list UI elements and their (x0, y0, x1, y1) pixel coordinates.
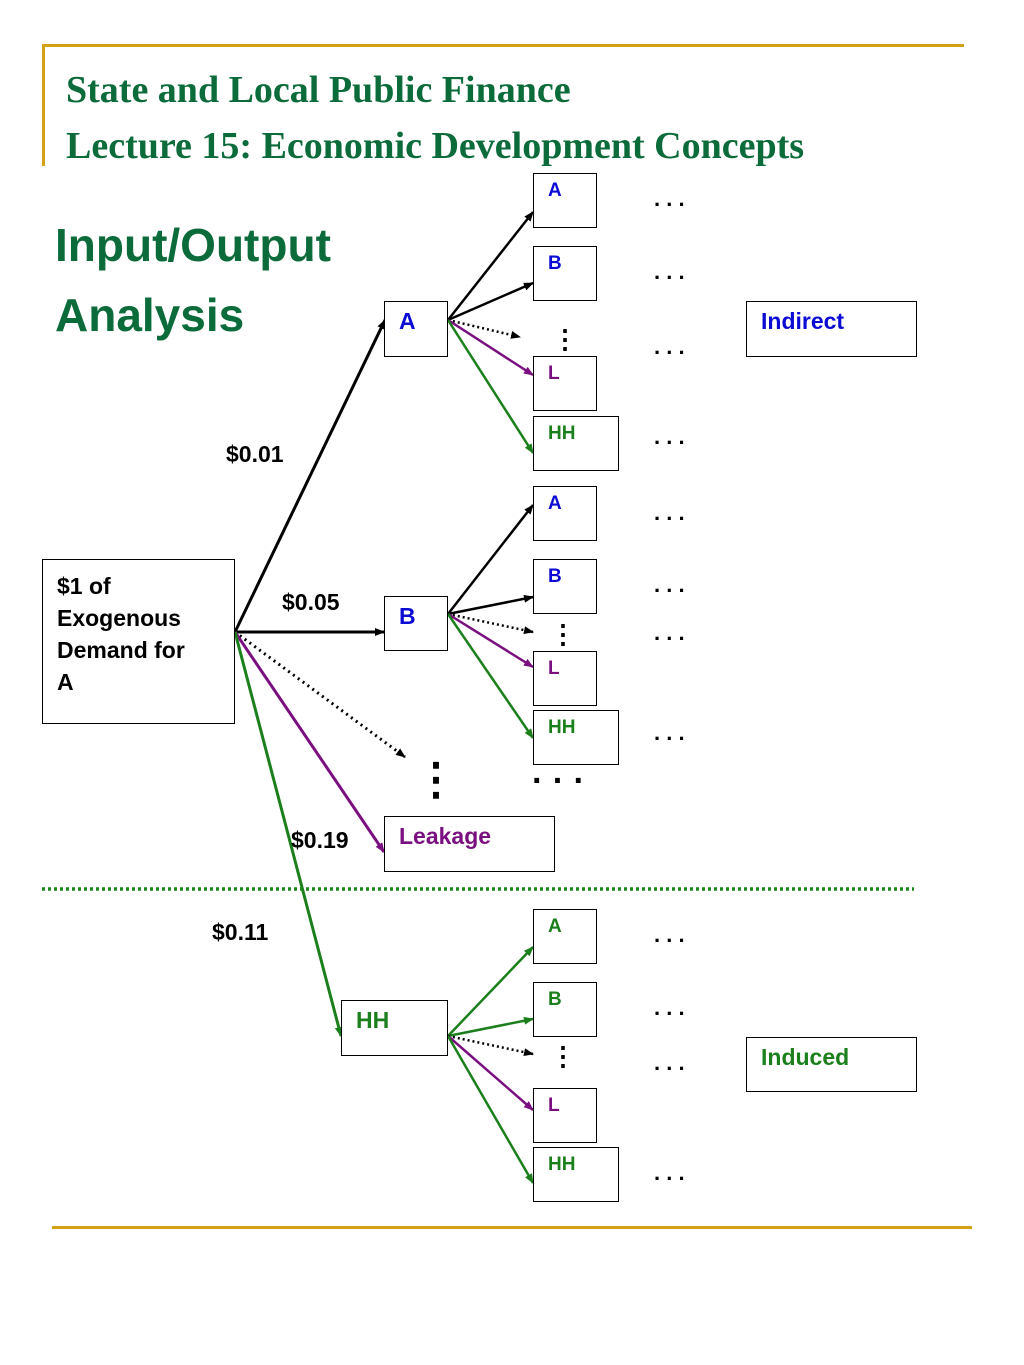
flow-value-to-hh: $0.11 (212, 919, 269, 945)
vertical-ellipsis-big: ⋮ (414, 755, 458, 804)
a-to-hh-label: HH (548, 423, 576, 444)
vertical-ellipsis-b: ⋮ (550, 619, 576, 649)
ellipsis-row-12: . . . (654, 1160, 685, 1185)
ellipsis-row-2: . . . (654, 259, 685, 284)
source-demand-box: $1 of Exogenous Demand for A (42, 559, 235, 724)
ellipsis-row-6: . . . (654, 572, 685, 597)
a-to-l-label: L (548, 363, 560, 384)
a-to-hh-box: HH (533, 416, 619, 471)
frame-left-line (42, 44, 45, 166)
household-box: HH (341, 1000, 448, 1056)
ellipsis-row-5: . . . (654, 500, 685, 525)
a-to-b-box: B (533, 246, 597, 301)
ellipsis-row-9: . . . (654, 922, 685, 947)
arrow-hh-to-a (447, 946, 534, 1037)
a-to-a-box: A (533, 173, 597, 228)
ellipsis-row-3: . . . (654, 334, 685, 359)
ellipsis-row-11: . . . (654, 1050, 685, 1075)
b-to-b-box: B (533, 559, 597, 614)
ellipsis-big: · · · (532, 762, 585, 800)
arrow-b-to-a (447, 504, 534, 615)
arrow-b-to-b (447, 594, 534, 616)
vertical-ellipsis-a: ⋮ (552, 324, 578, 354)
arrow-source-to-more (234, 630, 406, 759)
arrow-hh-to-l (447, 1035, 534, 1111)
a-to-a-label: A (548, 180, 562, 201)
sector-b-box: B (384, 596, 448, 651)
flow-value-to-leakage: $0.19 (291, 827, 349, 853)
slide-heading-line-2: Analysis (55, 289, 245, 341)
arrow-b-to-hh (446, 613, 535, 739)
induced-legend-label: Induced (761, 1044, 850, 1070)
arrow-a-to-hh (446, 319, 535, 454)
source-line-4: A (57, 669, 74, 695)
arrow-a-to-more (447, 318, 521, 339)
sector-a-label: A (399, 308, 416, 334)
frame-top-line (42, 44, 964, 47)
ellipsis-row-8: . . . (654, 720, 685, 745)
slide-title-line-1: State and Local Public Finance (66, 69, 571, 111)
b-to-b-label: B (548, 566, 562, 587)
induced-legend-box: Induced (746, 1037, 917, 1092)
hh-to-a-box: A (533, 909, 597, 964)
indirect-legend-label: Indirect (761, 308, 845, 334)
hh-to-l-label: L (548, 1095, 560, 1116)
frame-bottom-line (52, 1226, 972, 1229)
b-to-a-box: A (533, 486, 597, 541)
ellipsis-row-10: . . . (654, 995, 685, 1020)
flow-value-to-b: $0.05 (282, 589, 340, 615)
slide-heading-line-1: Input/Output (55, 219, 331, 271)
arrow-a-to-b (447, 281, 534, 322)
b-to-l-box: L (533, 651, 597, 706)
ellipsis-row-1: . . . (654, 186, 685, 211)
leakage-box: Leakage (384, 816, 555, 872)
hh-to-b-box: B (533, 982, 597, 1037)
b-to-l-label: L (548, 658, 560, 679)
b-to-hh-box: HH (533, 710, 619, 765)
arrow-source-to-leakage (233, 631, 386, 853)
source-line-3: Demand for (57, 637, 185, 663)
b-to-a-label: A (548, 493, 562, 514)
arrow-hh-to-hh (446, 1035, 535, 1184)
indirect-legend-box: Indirect (746, 301, 917, 357)
ellipsis-row-4: . . . (654, 424, 685, 449)
sector-b-label: B (399, 603, 416, 629)
arrow-b-to-l (447, 612, 534, 669)
leakage-label: Leakage (399, 823, 492, 849)
source-line-2: Exogenous (57, 605, 181, 631)
hh-to-l-box: L (533, 1088, 597, 1143)
arrow-source-to-hh (233, 631, 343, 1037)
vertical-ellipsis-hh: ⋮ (550, 1041, 576, 1071)
arrow-hh-to-more (447, 1034, 534, 1057)
a-to-l-box: L (533, 356, 597, 411)
arrow-hh-to-b (447, 1016, 534, 1038)
arrow-a-to-l (447, 318, 534, 377)
slide-title-line-2: Lecture 15: Economic Development Concept… (66, 125, 805, 167)
hh-to-a-label: A (548, 916, 562, 937)
source-line-1: $1 of (57, 573, 111, 599)
flow-value-to-a: $0.01 (226, 441, 284, 467)
a-to-b-label: B (548, 253, 562, 274)
arrow-a-to-a (447, 211, 534, 321)
household-label: HH (356, 1007, 390, 1033)
sector-a-box: A (384, 301, 448, 357)
hh-to-hh-box: HH (533, 1147, 619, 1202)
b-to-hh-label: HH (548, 717, 576, 738)
hh-to-hh-label: HH (548, 1154, 576, 1175)
ellipsis-row-7: . . . (654, 620, 685, 645)
hh-to-b-label: B (548, 989, 562, 1010)
arrow-source-to-a (233, 319, 387, 633)
